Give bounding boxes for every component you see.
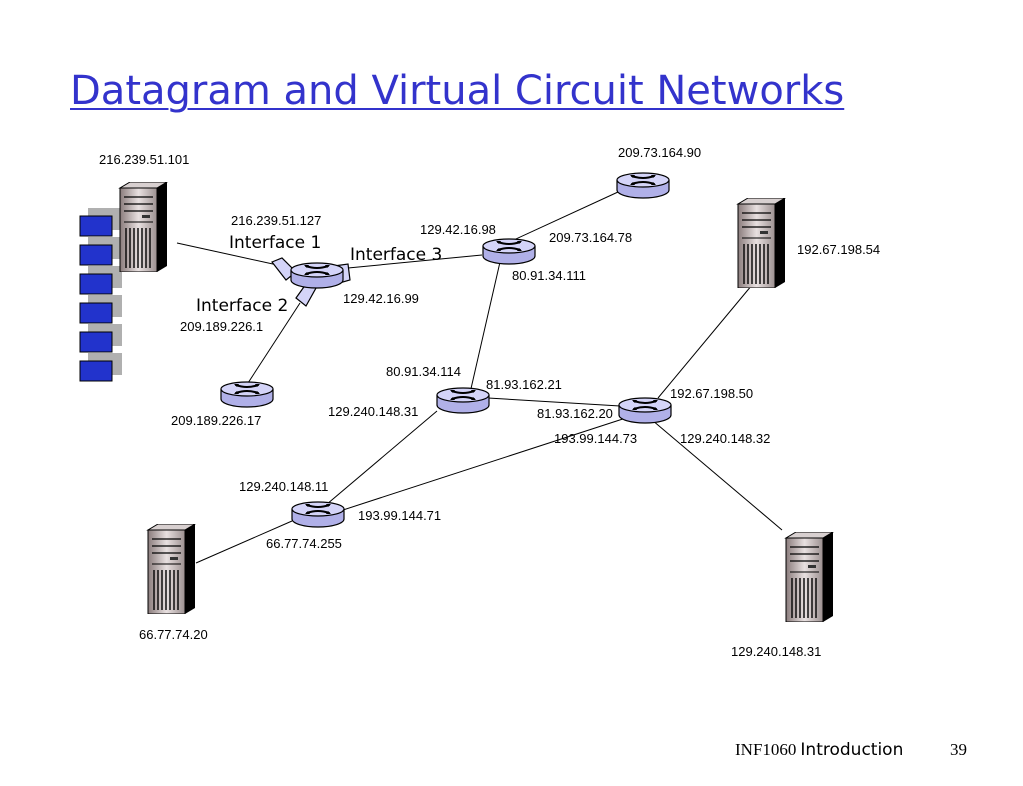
link-r1-r2 [347,254,483,269]
link-r7-server-c [195,520,293,564]
link-r1-r4 [247,302,301,384]
network-links [176,191,783,564]
r5-east-address: 81.93.162.21 [486,377,562,392]
r1-if2-address: 209.189.226.1 [180,319,263,334]
router-7-icon [291,501,345,528]
r7-south-address: 66.77.74.255 [266,536,342,551]
r3-address: 209.73.164.90 [618,145,701,160]
r6-west-address: 81.93.162.20 [537,406,613,421]
router-5-icon [436,387,490,414]
r5-north-address: 80.91.34.114 [386,364,461,379]
interface-3-label: Interface 3 [350,245,442,265]
link-r2-r5 [469,261,501,394]
server-d-icon [785,532,834,622]
router-3-icon [616,172,670,199]
slide-title: Datagram and Virtual Circuit Networks [70,68,845,114]
interface-1-label: Interface 1 [229,233,321,253]
host-stack-icon [79,208,122,382]
server-c-address: 66.77.74.20 [139,627,208,642]
link-r6-server-d [651,419,783,531]
r7-north-address: 129.240.148.11 [239,479,328,494]
r5-west-address: 129.240.148.31 [328,404,418,419]
server-d-address: 129.240.148.31 [731,644,821,659]
interface-2-label: Interface 2 [196,296,288,316]
link-r6-r7 [342,415,633,511]
server-a-address: 216.239.51.101 [99,152,189,167]
footer-topic: Introduction [800,740,904,760]
server-c-icon [147,524,196,614]
r2-south-address: 80.91.34.111 [512,268,586,283]
link-r5-r6 [487,397,621,407]
server-b-address: 192.67.198.54 [797,242,880,257]
link-r5-r7 [319,410,438,511]
link-r6-server-b [657,284,753,399]
r7-east-address: 193.99.144.71 [358,508,441,523]
router-6-icon [618,397,672,424]
r4-address: 209.189.226.17 [171,413,261,428]
r2-west-address: 129.42.16.98 [420,222,496,237]
router-2-icon [482,238,536,265]
router-4-icon [220,381,274,408]
r6-south-west-address: 193.99.144.73 [554,431,637,446]
link-r2-r3 [504,191,619,245]
r1-if3-address: 129.42.16.99 [343,291,419,306]
r2-north-address: 209.73.164.78 [549,230,632,245]
server-a-icon [119,182,168,272]
r1-if1-address: 216.239.51.127 [231,213,321,228]
r6-south-east-address: 129.240.148.32 [680,431,770,446]
link-server-a-r1 [176,242,283,267]
footer-course: INF1060 [735,740,797,759]
page-number: 39 [950,740,967,759]
router-1-icon [290,262,344,289]
server-b-icon [737,198,786,288]
r6-north-address: 192.67.198.50 [670,386,753,401]
